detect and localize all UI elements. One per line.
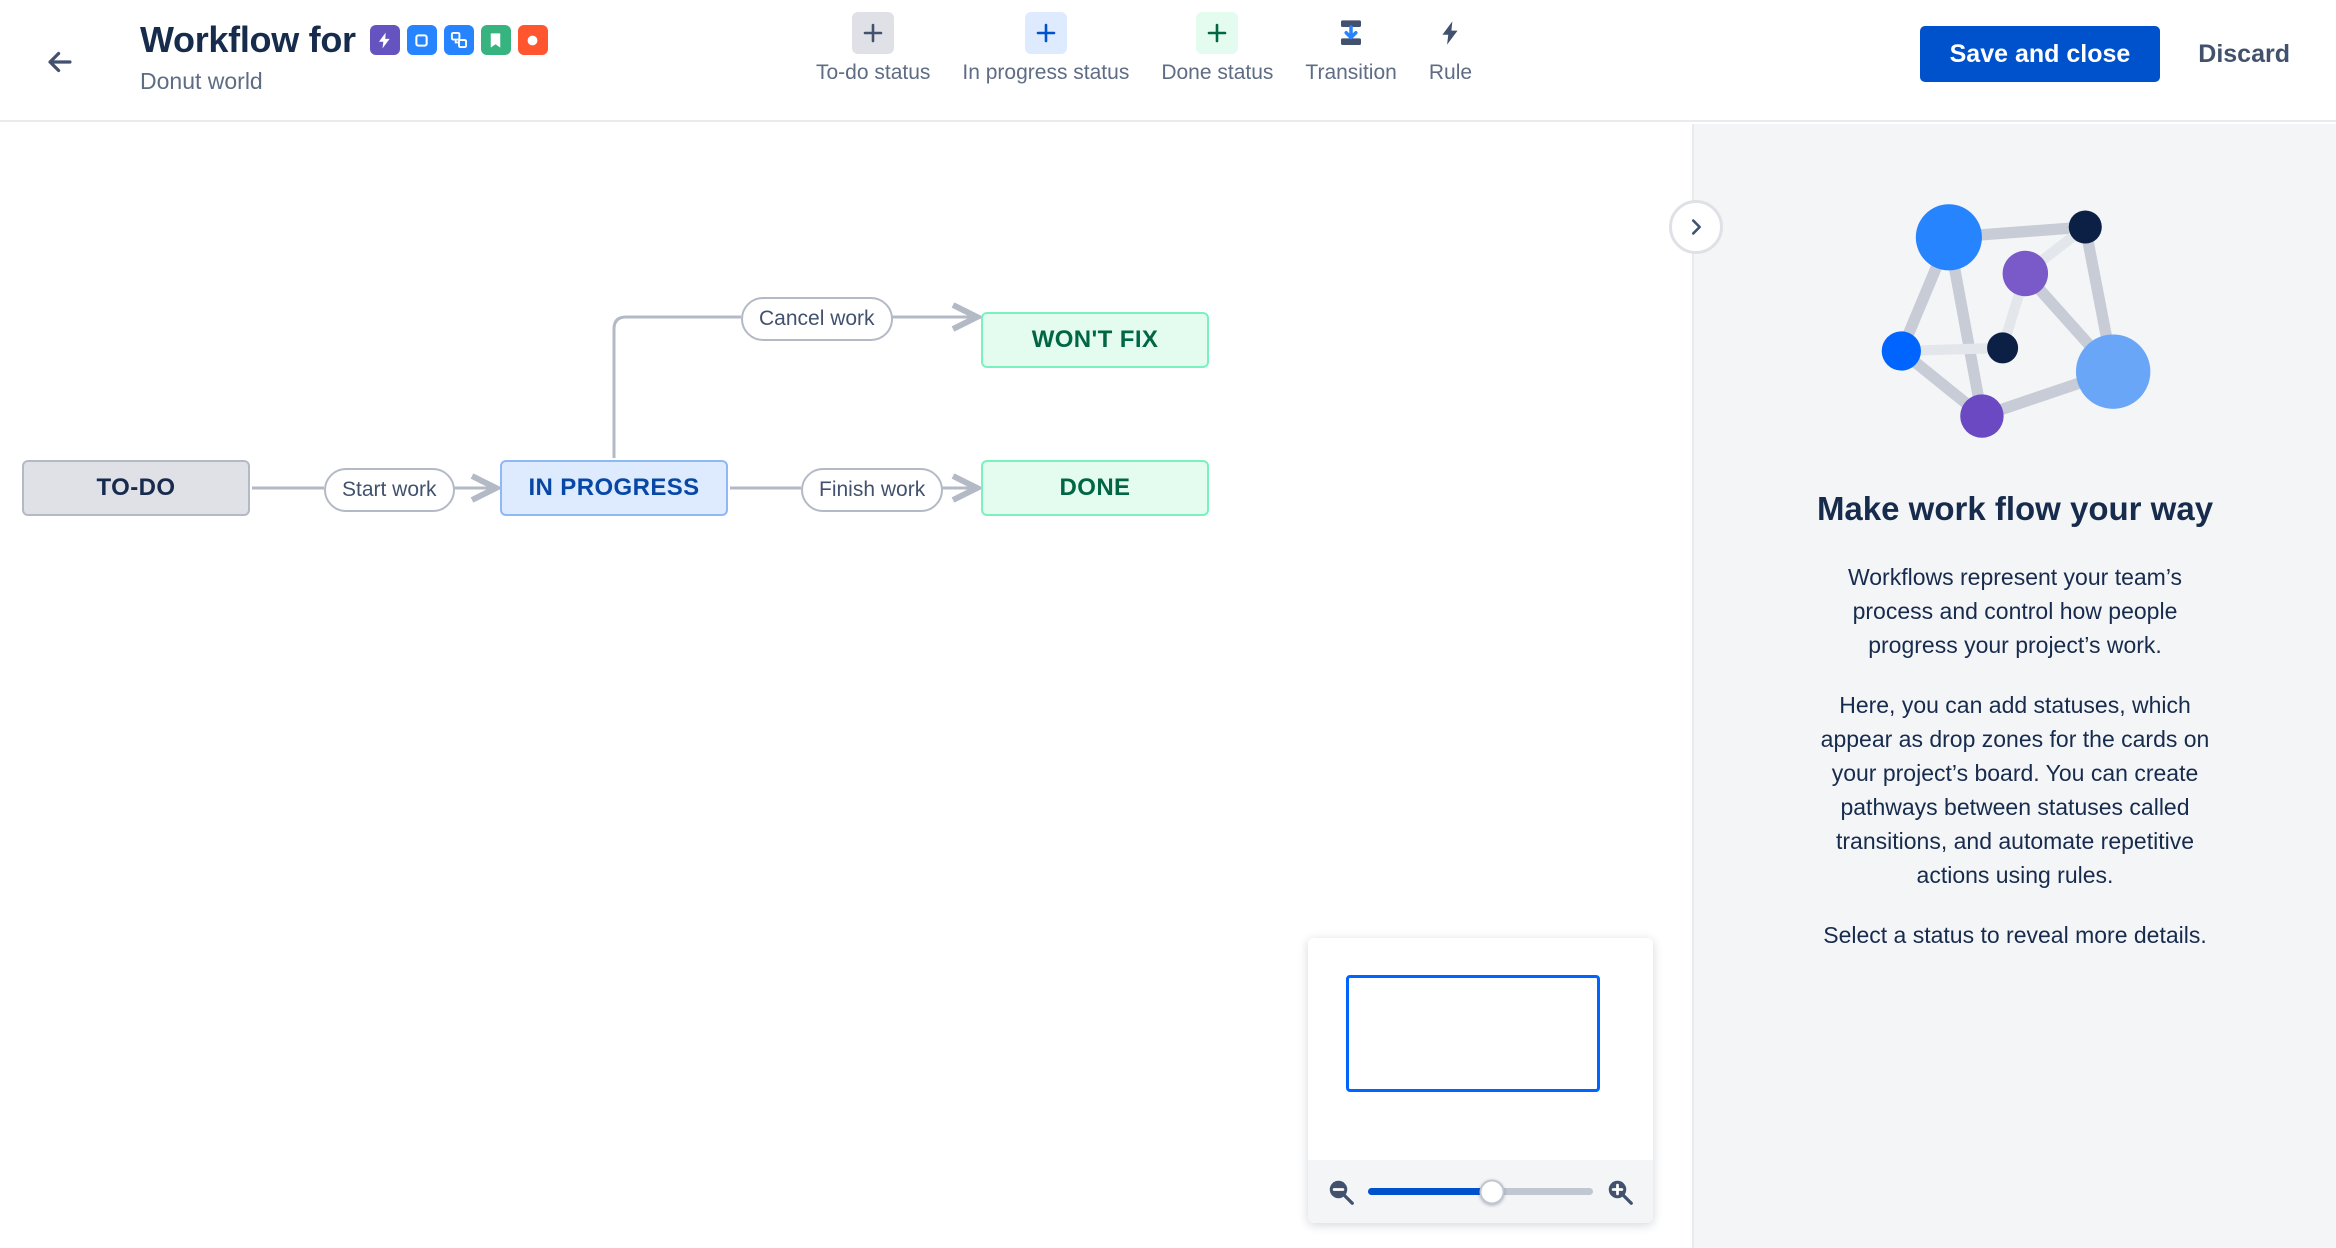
workflow-canvas[interactable]: TO-DO IN PROGRESS DONE WON'T FIX Start w… — [0, 124, 1692, 1248]
epic-icon — [369, 25, 400, 55]
minimap-panel[interactable] — [1308, 938, 1653, 1223]
zoom-controls — [1308, 1160, 1653, 1223]
panel-title: Make work flow your way — [1816, 490, 2214, 527]
zoom-slider-thumb[interactable] — [1479, 1179, 1505, 1204]
status-node-done[interactable]: DONE — [981, 460, 1209, 516]
plus-icon — [852, 12, 895, 54]
rule-icon — [1429, 12, 1471, 54]
page-subtitle: Donut world — [140, 68, 263, 94]
status-node-todo[interactable]: TO-DO — [22, 460, 250, 516]
workflow-network-illustration — [1881, 204, 2151, 438]
zoom-slider[interactable] — [1368, 1179, 1593, 1204]
arrow-left-icon — [48, 51, 72, 73]
panel-paragraph: Here, you can add statuses, which appear… — [1820, 692, 2210, 888]
chevron-right-icon — [1691, 219, 1701, 235]
back-button[interactable] — [36, 38, 84, 86]
page-title: Workflow for — [140, 19, 356, 60]
tool-label: Rule — [1428, 61, 1473, 84]
panel-collapse-button[interactable] — [1669, 200, 1723, 254]
add-transition-button[interactable]: Transition — [1289, 12, 1412, 86]
info-panel: Make work flow your way Workflows repres… — [1692, 124, 2336, 1248]
add-inprogress-status-button[interactable]: In progress status — [946, 12, 1145, 86]
tool-label: In progress status — [962, 61, 1130, 84]
discard-button[interactable]: Discard — [2188, 26, 2300, 82]
task-icon — [406, 25, 437, 55]
add-done-status-button[interactable]: Done status — [1145, 12, 1289, 86]
minimap-viewport-area[interactable] — [1308, 938, 1653, 1160]
subtask-icon — [443, 25, 474, 55]
issue-type-icon-group — [369, 25, 548, 55]
tool-label: Transition — [1305, 61, 1397, 84]
transition-finish-work[interactable]: Finish work — [801, 468, 944, 512]
transition-icon — [1330, 12, 1372, 54]
add-todo-status-button[interactable]: To-do status — [800, 12, 946, 86]
toolbar: To-do status In progress status Done sta… — [800, 12, 1488, 86]
add-rule-button[interactable]: Rule — [1413, 12, 1488, 86]
status-node-wont-fix[interactable]: WON'T FIX — [981, 312, 1209, 368]
zoom-slider-fill — [1368, 1188, 1492, 1195]
title-block: Workflow for — [140, 18, 548, 96]
plus-icon — [1024, 12, 1067, 54]
status-node-label: DONE — [1059, 474, 1131, 501]
transition-start-work[interactable]: Start work — [324, 468, 455, 512]
save-and-close-button[interactable]: Save and close — [1919, 26, 2161, 82]
status-node-in-progress[interactable]: IN PROGRESS — [500, 460, 728, 516]
tool-label: Done status — [1161, 61, 1274, 84]
bug-icon — [517, 25, 548, 55]
status-node-label: IN PROGRESS — [528, 474, 700, 501]
status-node-label: TO-DO — [96, 474, 176, 501]
header-actions: Save and close Discard — [1919, 26, 2300, 82]
transition-cancel-work[interactable]: Cancel work — [741, 297, 893, 341]
plus-icon — [1196, 12, 1239, 54]
panel-paragraph: Select a status to reveal more details. — [1823, 922, 2207, 948]
tool-label: To-do status — [816, 61, 931, 84]
story-icon — [480, 25, 511, 55]
app-header: Workflow for — [0, 0, 2336, 122]
zoom-out-icon[interactable] — [1326, 1177, 1356, 1207]
minimap-viewport-rect[interactable] — [1346, 975, 1600, 1092]
status-node-label: WON'T FIX — [1031, 326, 1159, 353]
zoom-in-icon[interactable] — [1605, 1177, 1635, 1207]
panel-body: Workflows represent your team’s process … — [1805, 560, 2225, 978]
panel-paragraph: Workflows represent your team’s process … — [1847, 564, 2183, 658]
